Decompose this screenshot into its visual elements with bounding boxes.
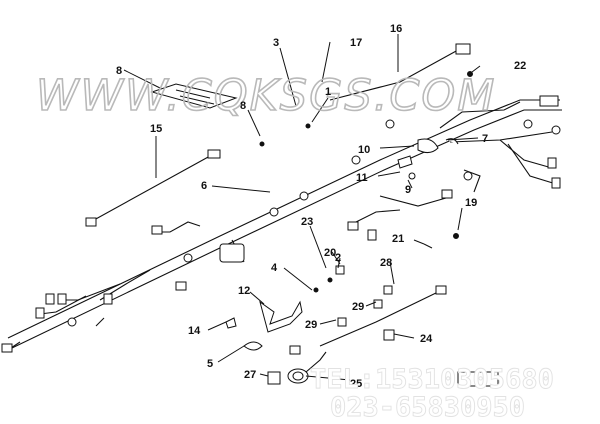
callout-22: 22	[514, 60, 526, 72]
harness-15	[85, 149, 221, 227]
watermark-text: WWW.CQKSGS.COM	[36, 71, 496, 121]
callout-2: 2	[335, 252, 341, 264]
callout-12: 12	[238, 285, 250, 297]
harness-connectors	[1, 157, 561, 353]
contact-phone: 023-65830950	[330, 392, 525, 423]
callout-8: 8	[116, 65, 122, 77]
contact-tel: TEL:15310305680	[310, 364, 554, 395]
callout-19: 19	[465, 197, 477, 209]
small-hardware	[259, 71, 473, 341]
corner-legend-box	[457, 371, 499, 387]
callout-28: 28	[380, 257, 392, 269]
callout-17: 17	[350, 37, 362, 49]
bracket-plate-8	[150, 83, 238, 109]
callout-16: 16	[390, 23, 402, 35]
bracket-12	[259, 300, 303, 333]
callout-9: 9	[405, 184, 411, 196]
callout-4: 4	[271, 262, 278, 274]
leader-lines	[123, 34, 481, 381]
harness-24	[319, 285, 447, 347]
harness-16	[329, 43, 471, 101]
callout-29a: 29	[352, 301, 364, 313]
callout-14: 14	[188, 325, 201, 337]
callout-25: 25	[350, 378, 362, 390]
callout-1: 1	[325, 86, 331, 98]
callout-7: 7	[482, 133, 488, 145]
callout-23: 23	[301, 216, 313, 228]
callout-15: 15	[150, 123, 162, 135]
callout-8b: 8	[240, 100, 246, 112]
callout-24: 24	[420, 333, 433, 345]
callout-21: 21	[392, 233, 404, 245]
sensor-25	[225, 317, 327, 385]
callout-27: 27	[244, 369, 256, 381]
callout-20: 20	[324, 247, 336, 259]
callout-labels: 3 17 16 8 22 1 8 15 7 10 11 6 9 19 23 21…	[116, 23, 526, 390]
callout-3: 3	[273, 37, 279, 49]
callout-11: 11	[356, 172, 368, 184]
callout-10: 10	[358, 144, 370, 156]
callout-6: 6	[201, 180, 207, 192]
callout-29b: 29	[305, 319, 317, 331]
harness-clips	[67, 95, 561, 327]
callout-5: 5	[207, 358, 213, 370]
